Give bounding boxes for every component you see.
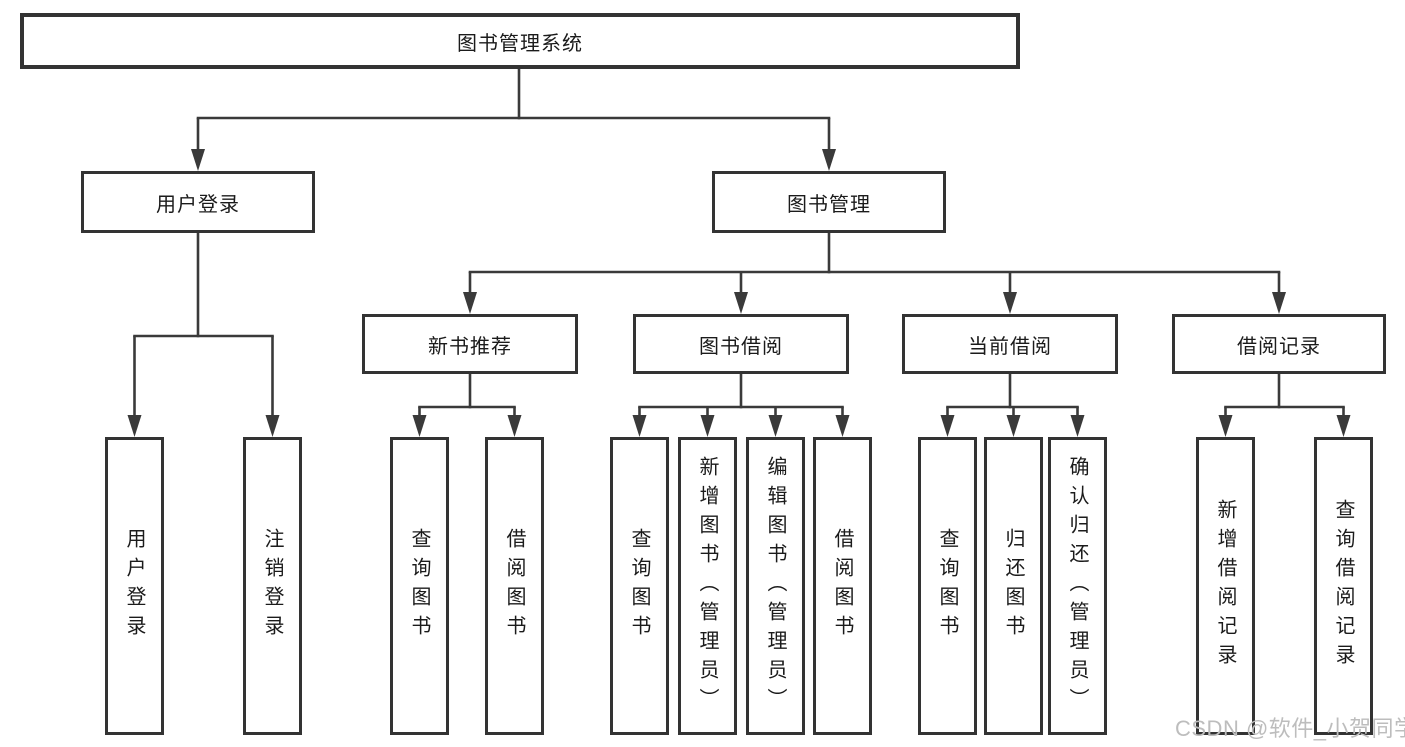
node-logout: 注销登录 [243, 437, 302, 735]
node-br-add-record: 新增借阅记录 [1196, 437, 1255, 735]
node-cb-confirm-return: 确认归还（管理员） [1048, 437, 1107, 735]
node-bb-add-book-label: 新增图书（管理员） [696, 455, 718, 717]
connector-user-login-to-leaves [127, 233, 280, 437]
node-rec-query-book: 查询图书 [390, 437, 449, 735]
node-br-add-record-label: 新增借阅记录 [1214, 499, 1236, 673]
node-cb-query-book: 查询图书 [918, 437, 977, 735]
node-br-query-record-label: 查询借阅记录 [1332, 499, 1354, 673]
node-login: 用户登录 [105, 437, 164, 735]
node-bb-add-book: 新增图书（管理员） [678, 437, 737, 735]
node-new-book-recommend: 新书推荐 [362, 314, 578, 374]
node-cb-return-book: 归还图书 [984, 437, 1043, 735]
node-cb-query-book-label: 查询图书 [936, 528, 958, 644]
node-bb-edit-book-label: 编辑图书（管理员） [764, 455, 786, 717]
node-bb-borrow-book-label: 借阅图书 [831, 528, 853, 644]
node-cb-return-book-label: 归还图书 [1002, 528, 1024, 644]
connector-borrow-records-to-leaves [1218, 374, 1351, 437]
node-book-management: 图书管理 [712, 171, 946, 233]
node-bb-query-book: 查询图书 [610, 437, 669, 735]
watermark: CSDN @软件_小贺同学 [1175, 716, 1405, 741]
node-bb-borrow-book: 借阅图书 [813, 437, 872, 735]
node-bb-query-book-label: 查询图书 [628, 528, 650, 644]
connector-book-borrowing-to-leaves [632, 374, 850, 437]
node-current-borrowing: 当前借阅 [902, 314, 1118, 374]
connector-book-management-to-level3 [463, 233, 1286, 314]
node-rec-query-book-label: 查询图书 [408, 528, 430, 644]
connector-current-borrowing-to-leaves [940, 374, 1085, 437]
node-borrow-records: 借阅记录 [1172, 314, 1386, 374]
node-logout-label: 注销登录 [261, 528, 283, 644]
node-br-query-record: 查询借阅记录 [1314, 437, 1373, 735]
node-library-system: 图书管理系统 [20, 13, 1020, 69]
node-rec-borrow-book: 借阅图书 [485, 437, 544, 735]
connector-new-book-recommend-to-leaves [412, 374, 522, 437]
node-book-borrowing: 图书借阅 [633, 314, 849, 374]
node-rec-borrow-book-label: 借阅图书 [503, 528, 525, 644]
node-cb-confirm-return-label: 确认归还（管理员） [1066, 455, 1088, 717]
node-login-label: 用户登录 [123, 528, 145, 644]
connector-root-to-level2 [191, 69, 836, 171]
node-bb-edit-book: 编辑图书（管理员） [746, 437, 805, 735]
node-user-login: 用户登录 [81, 171, 315, 233]
